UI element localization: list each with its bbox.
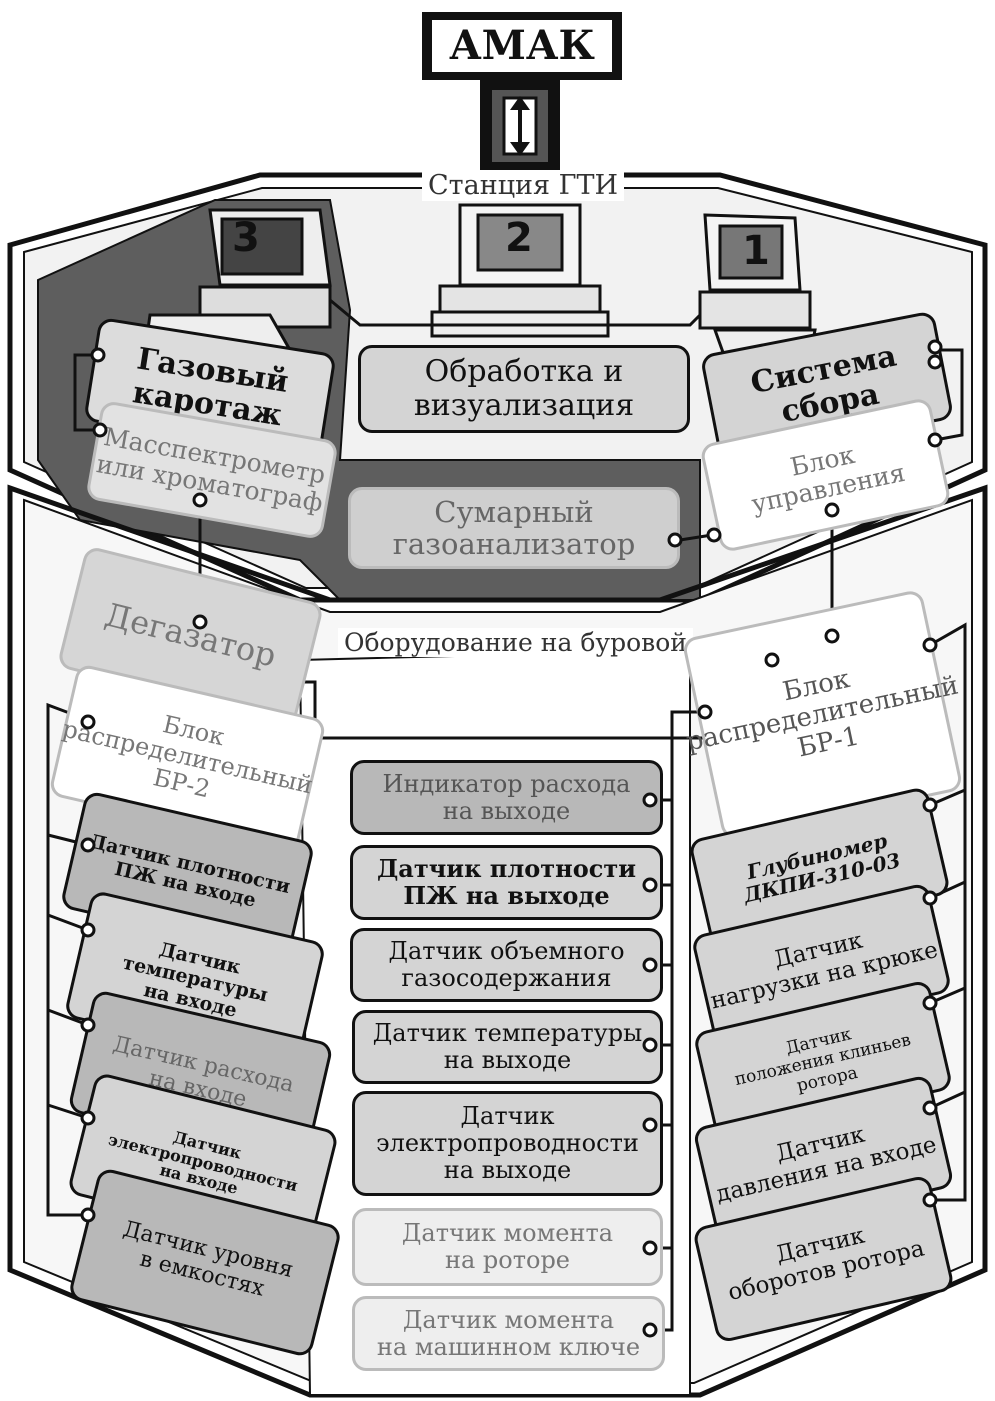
rig-equipment-caption: Оборудование на буровой bbox=[338, 628, 693, 657]
computer-3-number: 3 bbox=[232, 215, 260, 261]
computer-2-number: 2 bbox=[505, 215, 533, 261]
center-sensor-density-out: Датчик плотности ПЖ на выходе bbox=[350, 845, 663, 920]
center-sensor-temperature-out: Датчик температуры на выходе bbox=[352, 1010, 663, 1084]
gas-analyzer-block: Сумарный газоанализатор bbox=[348, 487, 680, 569]
amak-label: АМАК bbox=[449, 21, 595, 69]
processing-block: Обработка и визуализация bbox=[358, 345, 690, 433]
center-sensor-flow-indicator-out: Индикатор расхода на выходе bbox=[350, 760, 663, 835]
center-sensor-gas-content: Датчик объемного газосодержания bbox=[350, 928, 663, 1002]
center-sensor-rotor-torque: Датчик момента на роторе bbox=[352, 1208, 663, 1286]
computer-3-icon bbox=[143, 208, 332, 352]
center-sensor-conductivity-out: Датчик электропроводности на выходе bbox=[352, 1091, 663, 1196]
station-caption: Станция ГТИ bbox=[422, 170, 625, 201]
center-sensor-tong-torque: Датчик момента на машинном ключе bbox=[352, 1296, 665, 1371]
computer-1-number: 1 bbox=[742, 228, 770, 274]
